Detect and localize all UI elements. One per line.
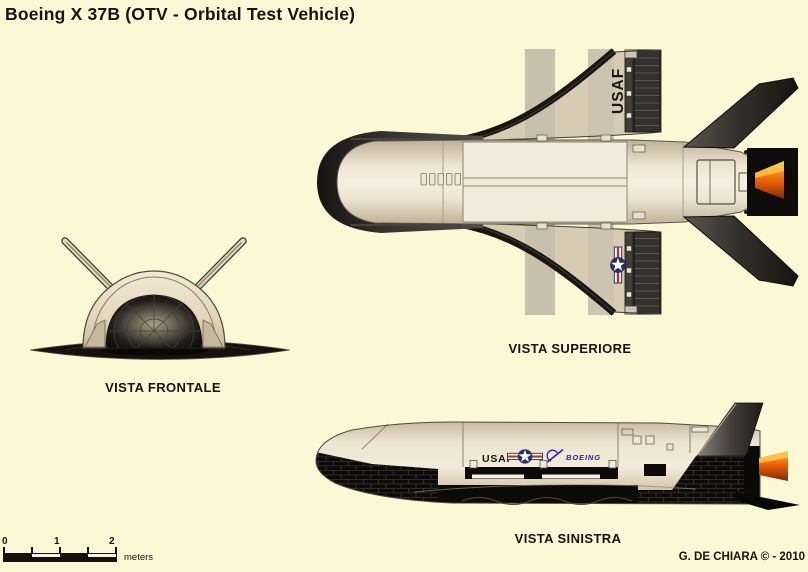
v-tail-side: [696, 402, 764, 457]
body-flap: [734, 492, 800, 510]
heatshield-tile-grid: [106, 295, 202, 348]
belly-band: [438, 485, 638, 504]
scale-tick-0: 0: [2, 536, 8, 547]
scale-tickmark: [59, 547, 61, 553]
nozzle-highlight-side: [759, 451, 788, 463]
scale-tickmark: [115, 547, 117, 553]
nose-tiles: [316, 450, 438, 504]
fuselage-outline: [315, 421, 761, 505]
boeing-logo-text: BOEING: [566, 453, 601, 462]
payload-bay: [462, 141, 628, 223]
scale-tick-2: 2: [109, 536, 115, 547]
wing-root-line: [413, 484, 697, 493]
top-view-label: VISTA SUPERIORE: [508, 341, 632, 356]
bay-centerlines: [463, 177, 627, 187]
scale-bar-segments: [3, 553, 117, 562]
aft-tiles: [638, 453, 760, 504]
right-shoulder: [202, 319, 224, 348]
scale-unit-label: meters: [124, 552, 154, 563]
usaf-fuselage-marking: USAF: [482, 453, 514, 465]
scale-segment: [88, 554, 116, 561]
front-view-drawing: [29, 237, 291, 360]
left-v-tail: [682, 215, 799, 287]
bay-latches: [536, 134, 646, 230]
top-view-left-wing: [459, 220, 661, 315]
right-v-tail: [682, 77, 799, 149]
chine-lines: [351, 138, 461, 226]
hull-details: [621, 426, 709, 451]
door-scallops: [461, 497, 633, 505]
nose-ports: [420, 173, 461, 186]
roundel-icon: [507, 449, 543, 464]
engine-nozzle-highlight: [755, 161, 784, 178]
left-shoulder: [84, 319, 106, 348]
dome-inner-line: [91, 276, 217, 349]
side-view-label: VISTA SINISTRA: [514, 531, 622, 546]
side-view-drawing: USAF BOEING: [315, 402, 800, 510]
usaf-wing-marking: USAF: [610, 68, 627, 114]
scale-bar: 0 1 2 meters: [2, 536, 172, 568]
scale-tickmark: [87, 547, 89, 553]
v-tail-leading-edge: [697, 403, 737, 456]
scale-segment: [32, 554, 60, 561]
scale-tickmark: [3, 547, 5, 553]
page-title: Boeing X 37B (OTV - Orbital Test Vehicle…: [5, 4, 356, 24]
scale-segment: [60, 554, 88, 561]
payload-door-band: [465, 460, 618, 479]
scale-segment: [4, 554, 32, 561]
aft-step: [644, 464, 666, 476]
roundel-icon: [610, 246, 626, 284]
credit-text: G. DE CHIARA © - 2010: [678, 551, 805, 563]
scale-tick-1: 1: [54, 536, 60, 547]
panel-seams: [361, 422, 691, 467]
boeing-logo-icon: BOEING: [546, 448, 601, 463]
engine-section: [744, 446, 760, 504]
front-view-label: VISTA FRONTALE: [105, 380, 221, 395]
top-view-right-wing: USAF: [459, 49, 661, 144]
scale-tickmark: [31, 547, 33, 553]
top-view-drawing: USAF: [317, 35, 799, 327]
